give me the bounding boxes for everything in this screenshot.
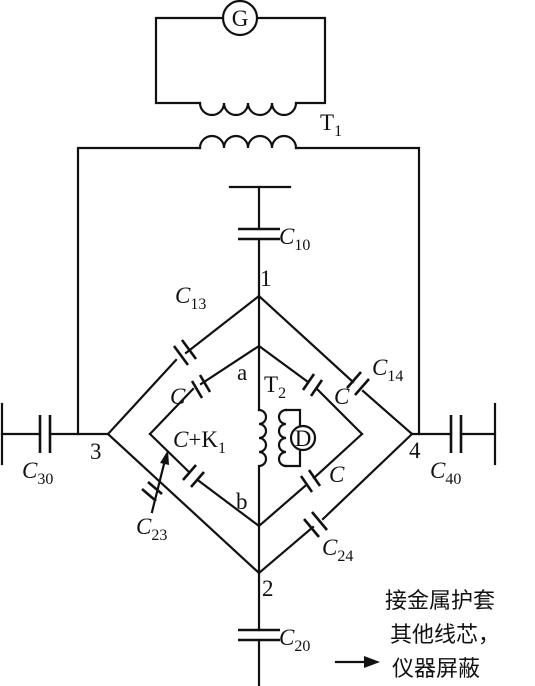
c23-label: C23 [136, 514, 167, 544]
inner-c-label-2: C [334, 384, 350, 409]
c24-label: C24 [322, 535, 353, 565]
c13-label: C13 [175, 283, 206, 313]
generator-loop: G [154, 0, 327, 105]
transformer-t2: D T2 [257, 372, 317, 468]
c20-label: C20 [279, 625, 310, 655]
node-1-label: 1 [260, 266, 272, 291]
capacitor-c20: C20 [238, 571, 310, 686]
capacitor-c10: C10 [228, 185, 310, 298]
c14-label: C14 [372, 355, 403, 385]
inner-diamond [148, 294, 364, 575]
c40-label: C40 [430, 458, 461, 488]
c30-label: C30 [22, 458, 53, 488]
node-3-label: 3 [90, 439, 102, 464]
c-plus-k1-label: C+K1 [173, 427, 226, 457]
generator-label: G [232, 6, 249, 31]
inner-c-label-1: C [170, 384, 186, 409]
node-b-label: b [236, 489, 248, 514]
c23-variable-arrow [141, 450, 169, 514]
wire-t1-right [294, 146, 421, 436]
note-line-1: 接金属护套 [385, 589, 495, 614]
node-a-label: a [237, 360, 247, 385]
t1-label: T1 [320, 110, 342, 140]
shield-note-arrow [334, 656, 380, 668]
note-line-2: 其他线芯， [390, 623, 500, 648]
capacitor-c30: C30 [0, 402, 110, 488]
detector-label: D [295, 426, 312, 451]
transformer-t1: T1 [198, 101, 342, 150]
outer-diamond [106, 294, 414, 575]
wire-t1-left [76, 146, 202, 436]
node-4-label: 4 [409, 438, 421, 463]
c10-label: C10 [279, 224, 310, 254]
node-2-label: 2 [262, 576, 274, 601]
detector-symbol [289, 424, 317, 452]
inner-c-label-3: C [329, 462, 345, 487]
generator-symbol [221, 0, 259, 37]
capacitor-c40: C40 [410, 402, 497, 488]
note-line-3: 仪器屏蔽 [392, 657, 480, 682]
t2-label: T2 [264, 372, 286, 402]
